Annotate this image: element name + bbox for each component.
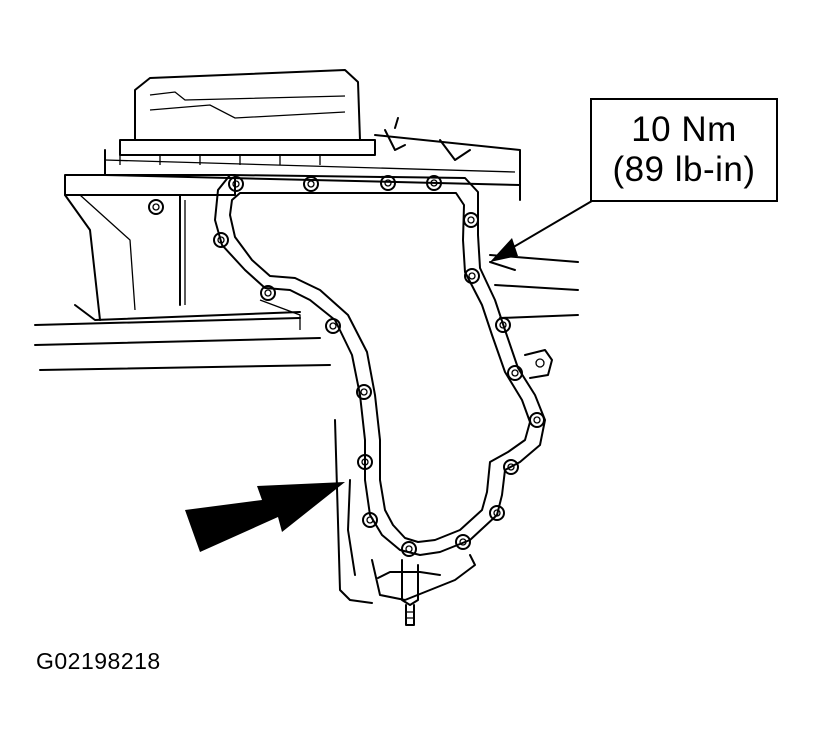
bolt bbox=[356, 384, 372, 400]
engine-upper-housing bbox=[64, 69, 521, 321]
torque-value-nm: 10 Nm bbox=[631, 110, 737, 149]
bolt bbox=[455, 534, 471, 550]
bolt bbox=[507, 365, 523, 381]
leader-arrow-icon bbox=[490, 197, 598, 262]
bolt bbox=[463, 212, 479, 228]
torque-callout: 10 Nm (89 lb-in) bbox=[590, 98, 778, 202]
bolt bbox=[380, 175, 396, 191]
torque-value-lbin: (89 lb-in) bbox=[612, 150, 756, 189]
bolt bbox=[325, 318, 341, 334]
bolt bbox=[489, 505, 505, 521]
bolt bbox=[495, 317, 511, 333]
figure-id: G02198218 bbox=[36, 648, 161, 674]
bolt bbox=[213, 232, 229, 248]
bolt bbox=[464, 268, 480, 284]
drain-plug bbox=[401, 559, 419, 626]
engine-side-rails bbox=[34, 254, 579, 371]
bolt bbox=[303, 176, 319, 192]
oil-pan-body bbox=[334, 349, 553, 604]
bolt bbox=[503, 459, 519, 475]
filled-arrow-icon bbox=[185, 482, 345, 552]
oil-pan-gasket bbox=[214, 174, 546, 556]
bolt bbox=[357, 454, 373, 470]
bolt bbox=[228, 176, 244, 192]
bolt bbox=[426, 175, 442, 191]
pan-bolts bbox=[213, 175, 545, 557]
bolt bbox=[401, 541, 417, 557]
bolt bbox=[362, 512, 378, 528]
bolt bbox=[260, 285, 276, 301]
bolt bbox=[529, 412, 545, 428]
